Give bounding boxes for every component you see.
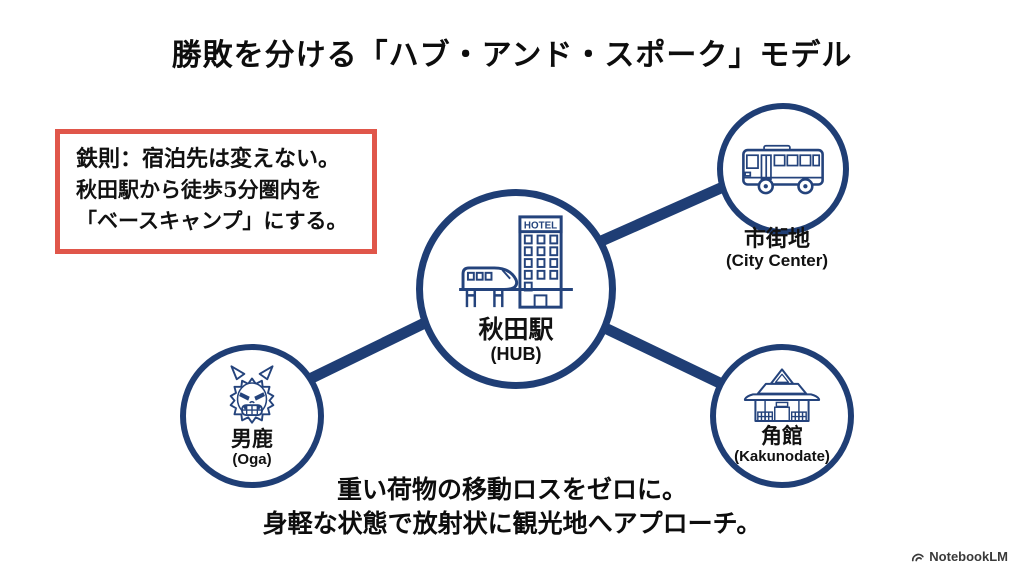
spoke-node-kakunodate: 角館 (Kakunodate) <box>710 344 854 488</box>
spoke-node-city-center <box>717 103 849 235</box>
hub-node-akita-station: HOTEL 秋田駅 (HUB) <box>416 189 616 389</box>
namahage-mask-icon <box>229 365 275 424</box>
hub-label: 秋田駅 <box>478 315 554 344</box>
bus-icon <box>742 144 824 195</box>
spoke-caption-city-center: 市街地 (City Center) <box>677 226 877 271</box>
notebooklm-watermark: NotebookLM <box>911 549 1008 564</box>
footer-line-1: 重い荷物の移動ロスをゼロに。 <box>336 475 687 504</box>
spoke-sublabel-kakunodate: (Kakunodate) <box>734 447 830 465</box>
rule-line-1: 秋田駅から徒歩5分圏内を <box>76 176 322 202</box>
spoke-node-oga: 男鹿 (Oga) <box>180 344 324 488</box>
footer-message: 重い荷物の移動ロスをゼロに。 身軽な状態で放射状に観光地へアプローチ。 <box>0 473 1024 541</box>
samurai-house-icon <box>743 368 821 422</box>
spoke-label-city-center: 市街地 <box>743 226 810 251</box>
rule-callout-box: 鉄則：宿泊先は変えない。 秋田駅から徒歩5分圏内を 「ベースキャンプ」にする。 <box>55 129 377 254</box>
hotel-train-icon: HOTEL <box>459 215 573 309</box>
spoke-sublabel-city-center: (City Center) <box>725 251 828 271</box>
hotel-sign-text: HOTEL <box>524 220 557 231</box>
page-title: 勝敗を分ける「ハブ・アンド・スポーク」モデル <box>171 39 853 72</box>
spoke-sublabel-oga: (Oga) <box>232 450 272 468</box>
rule-heading: 鉄則：宿泊先は変えない。 <box>76 146 341 171</box>
notebooklm-logo-icon <box>912 553 924 561</box>
rule-line-2: 「ベースキャンプ」にする。 <box>76 208 348 234</box>
footer-line-2: 身軽な状態で放射状に観光地へアプローチ。 <box>262 509 762 538</box>
hub-sublabel: (HUB) <box>490 344 542 365</box>
notebooklm-watermark-text: NotebookLM <box>929 549 1008 564</box>
spoke-label-kakunodate: 角館 <box>761 424 803 448</box>
spoke-label-oga: 男鹿 <box>231 427 273 451</box>
